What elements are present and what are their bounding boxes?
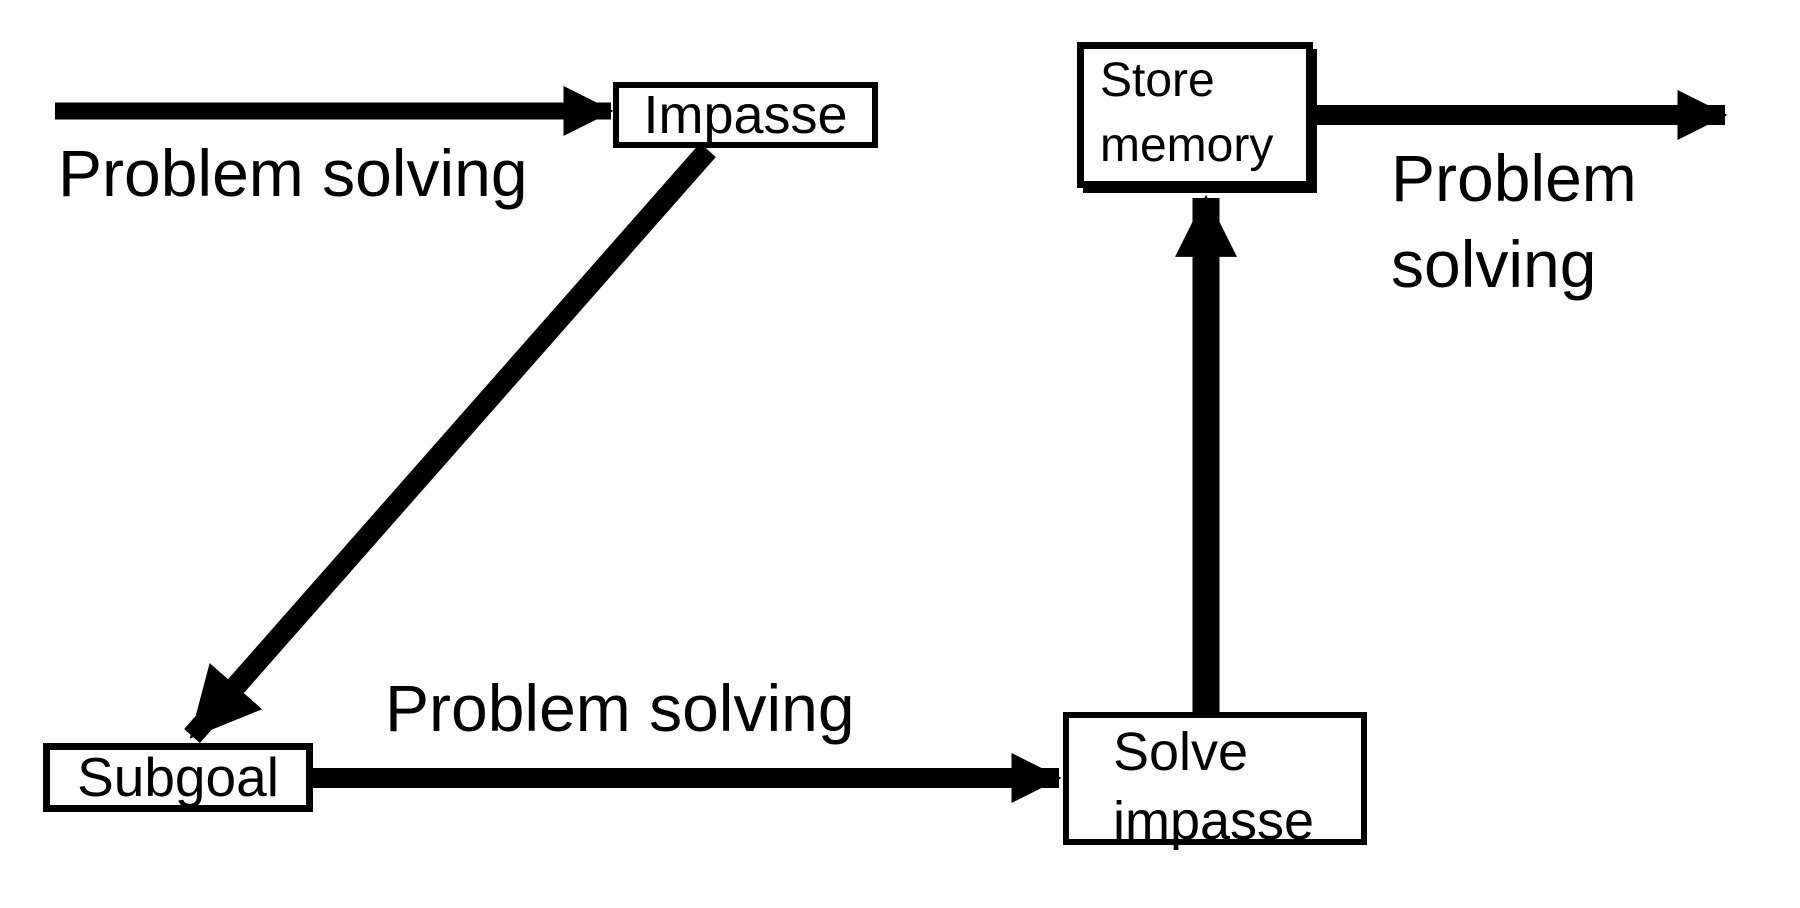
node-subgoal: Subgoal <box>43 743 313 812</box>
node-impasse: Impasse <box>613 82 878 148</box>
edge-label-problem-solving-right: Problem solving <box>1391 141 1637 301</box>
edge-label-problem-solving-bottom: Problem solving <box>385 671 855 745</box>
arrow-impasse-to-subgoal <box>184 143 716 743</box>
node-solve-impasse: Solve impasse <box>1063 712 1367 851</box>
node-store-memory: Store memory <box>1077 42 1313 188</box>
edge-label-problem-solving-top-left: Problem solving <box>58 136 528 210</box>
